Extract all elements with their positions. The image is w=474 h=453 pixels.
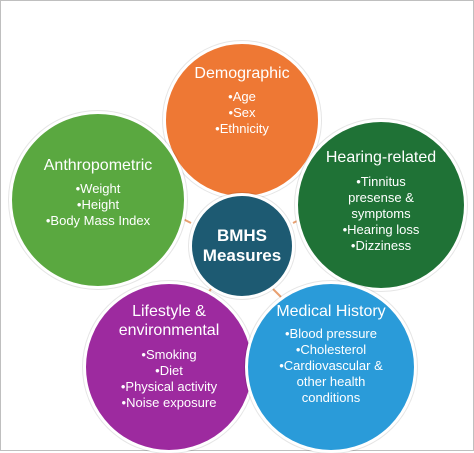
- list-item: Blood pressure: [271, 326, 391, 342]
- lifestyle-title-line1: Lifestyle &: [132, 303, 206, 320]
- lifestyle-list: Smoking Diet Physical activity Noise exp…: [121, 347, 217, 411]
- list-item: Weight: [46, 181, 150, 197]
- hearing-related-list: Tinnitus presense & symptoms Hearing los…: [333, 174, 429, 254]
- medical-history-circle: Medical History Blood pressure Cholester…: [245, 281, 417, 453]
- list-item: Noise exposure: [121, 395, 217, 411]
- list-item: Hearing loss: [333, 222, 429, 238]
- center-title-line2: Measures: [202, 246, 282, 265]
- lifestyle-environmental-circle: Lifestyle & environmental Smoking Diet P…: [83, 281, 255, 453]
- hearing-related-circle: Hearing-related Tinnitus presense & symp…: [295, 119, 467, 291]
- anthropometric-list: Weight Height Body Mass Index: [46, 181, 150, 229]
- connector-medical: [272, 288, 282, 298]
- center-title-line1: BMHS: [216, 226, 268, 245]
- list-item: Smoking: [121, 347, 217, 363]
- medical-history-list: Blood pressure Cholesterol Cardiovascula…: [271, 326, 391, 406]
- demographic-list: Age Sex Ethnicity: [215, 89, 269, 137]
- medical-history-title: Medical History: [276, 303, 386, 320]
- list-item: Dizziness: [333, 238, 429, 254]
- list-item: Physical activity: [121, 379, 217, 395]
- anthropometric-title: Anthropometric: [43, 157, 153, 174]
- list-item: Height: [46, 197, 150, 213]
- lifestyle-title-line2: environmental: [118, 322, 220, 339]
- list-item: Diet: [121, 363, 217, 379]
- demographic-title: Demographic: [194, 65, 290, 82]
- list-item: Tinnitus presense & symptoms: [333, 174, 429, 222]
- anthropometric-circle: Anthropometric Weight Height Body Mass I…: [9, 111, 187, 289]
- list-item: Body Mass Index: [46, 213, 150, 229]
- hearing-related-title: Hearing-related: [325, 149, 437, 166]
- bmhs-measures-center: BMHS Measures: [189, 193, 295, 299]
- list-item: Cholesterol: [271, 342, 391, 358]
- list-item: Sex: [215, 105, 269, 121]
- list-item: Age: [215, 89, 269, 105]
- demographic-circle: Demographic Age Sex Ethnicity: [163, 41, 321, 199]
- list-item: Cardiovascular & other health conditions: [271, 358, 391, 406]
- list-item: Ethnicity: [215, 121, 269, 137]
